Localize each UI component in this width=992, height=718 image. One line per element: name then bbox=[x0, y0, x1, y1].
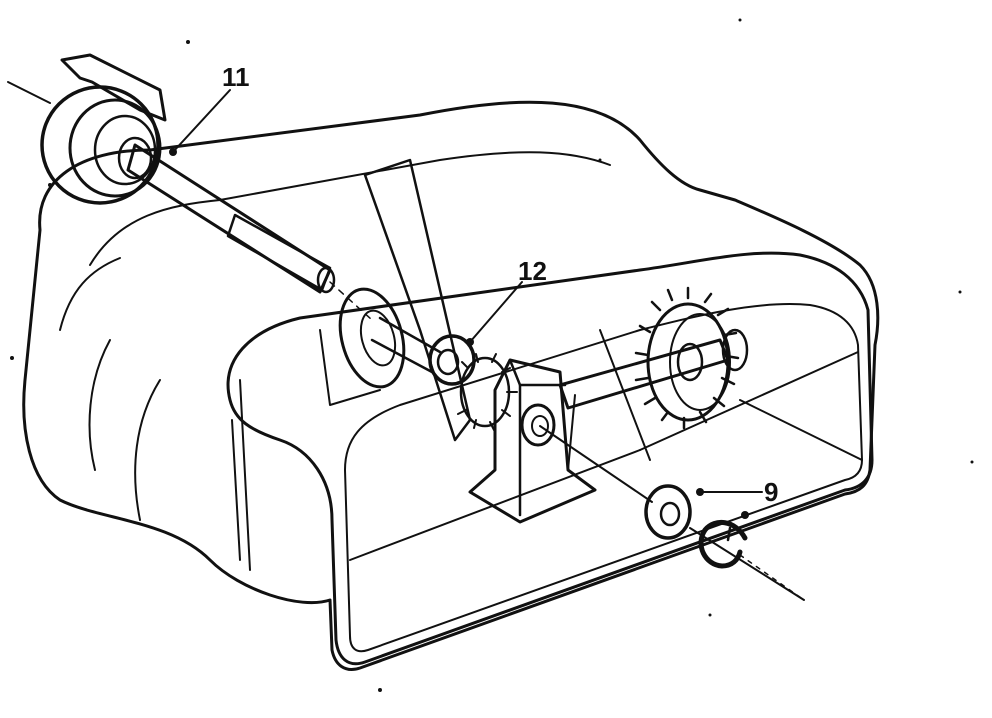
washer-part-12 bbox=[428, 334, 476, 386]
axis-center-lines bbox=[539, 425, 805, 601]
washer-part-9 bbox=[644, 484, 692, 540]
housing-bearing-boss bbox=[338, 287, 406, 389]
retaining-clip-part-9 bbox=[698, 511, 749, 569]
label-part-12: 12 bbox=[518, 256, 547, 286]
scan-specks bbox=[10, 18, 974, 692]
large-spur-gear-icon bbox=[634, 286, 740, 430]
end-cap-assembly bbox=[7, 53, 442, 374]
label-part-9: 9 bbox=[764, 477, 778, 507]
leader-lines bbox=[169, 89, 763, 496]
label-part-11: 11 bbox=[222, 62, 250, 92]
bearing-block bbox=[468, 358, 597, 524]
gear-housing bbox=[22, 100, 880, 671]
